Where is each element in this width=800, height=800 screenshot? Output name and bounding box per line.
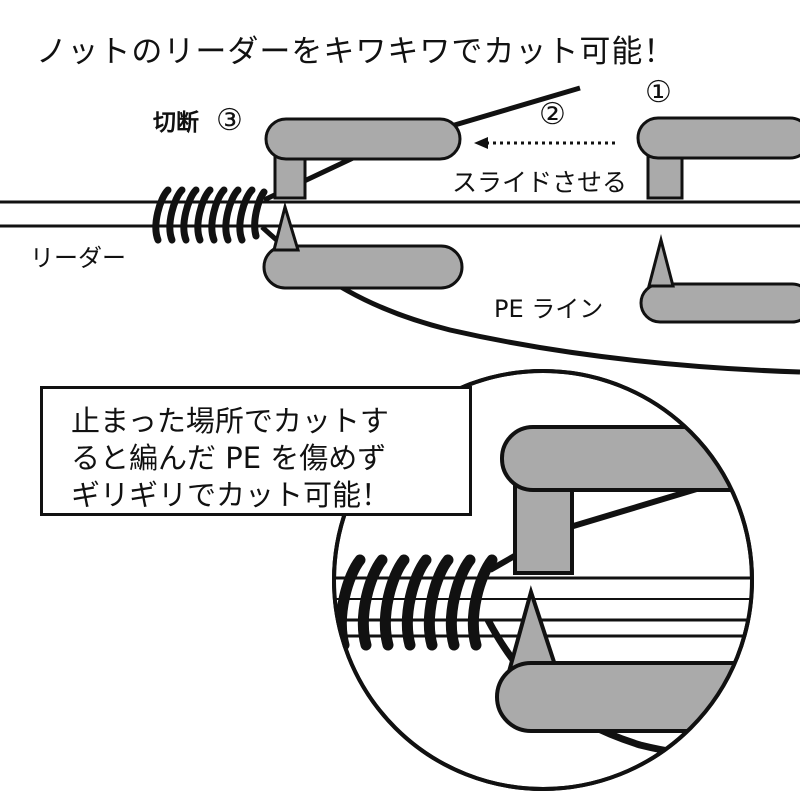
knot-coil <box>152 186 268 244</box>
cut-label: 切断 <box>153 110 199 136</box>
diagram-title: ノットのリーダーをキワキワでカット可能！ <box>36 34 676 70</box>
slide-label: スライドさせる <box>452 168 628 197</box>
callout-line-2: ると編んだ PE を傷めず <box>71 441 387 475</box>
callout-line-3: ギリギリでカット可能！ <box>71 478 391 512</box>
step-1-marker: ① <box>645 75 672 110</box>
leader-line <box>0 200 800 228</box>
cutter-position-1 <box>636 116 800 324</box>
slide-arrow-head <box>474 137 488 149</box>
cutter-position-3 <box>262 117 464 290</box>
zoom-knot-coil <box>335 554 498 651</box>
step-2-marker: ② <box>539 97 566 132</box>
leader-label: リーダー <box>30 244 126 272</box>
pe-line-label: PE ライン <box>494 295 604 323</box>
callout-line-1: 止まった場所でカットす <box>71 404 389 438</box>
callout-box: 止まった場所でカットす ると編んだ PE を傷めず ギリギリでカット可能！ <box>40 386 472 516</box>
step-3-marker: ③ <box>216 103 243 138</box>
